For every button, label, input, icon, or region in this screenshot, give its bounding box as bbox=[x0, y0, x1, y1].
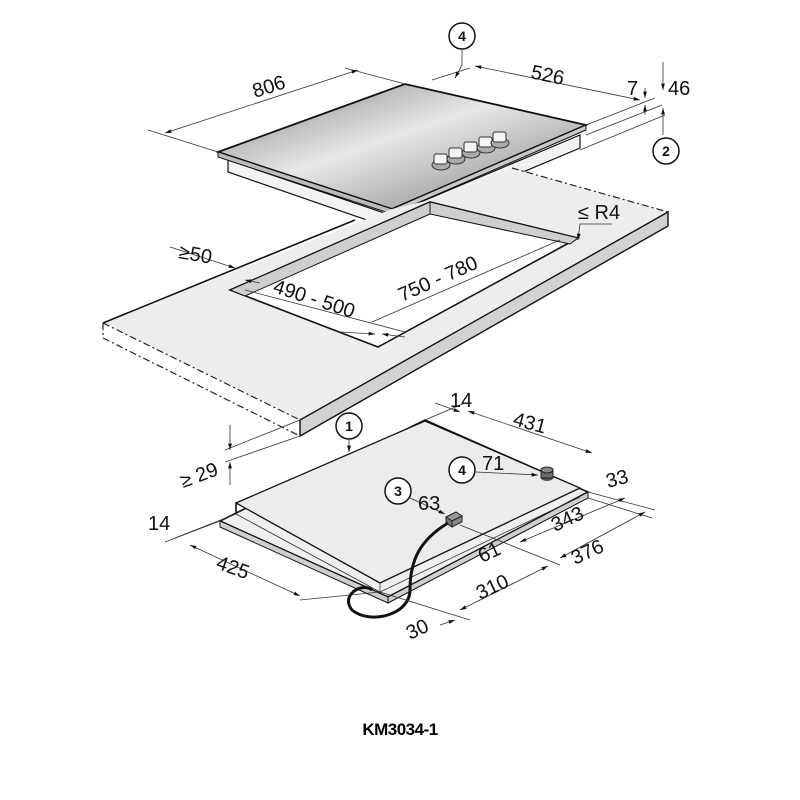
dim-63-label: 63 bbox=[418, 493, 440, 515]
dim-30-label: 30 bbox=[403, 615, 432, 644]
dim-7-label: 7 bbox=[627, 78, 638, 100]
hob-top-view: 806 526 7 46 4 2 bbox=[147, 22, 690, 229]
dim-corner-radius-label: ≤ R4 bbox=[578, 202, 620, 224]
dim-376-label: 376 bbox=[568, 535, 608, 569]
svg-text:4: 4 bbox=[458, 462, 466, 478]
knob-icon bbox=[431, 153, 451, 171]
dim-71-label: 71 bbox=[482, 453, 504, 475]
svg-text:1: 1 bbox=[345, 418, 353, 434]
dim-310-label: 310 bbox=[473, 570, 513, 604]
dimension-line-depth bbox=[474, 65, 641, 101]
worktop-front-edge bbox=[299, 210, 669, 438]
control-knobs bbox=[431, 131, 510, 171]
callout-circle-icon bbox=[652, 137, 680, 165]
dim-806-label: 806 bbox=[250, 72, 289, 103]
model-caption: KM3034-1 bbox=[362, 720, 438, 739]
svg-text:4: 4 bbox=[458, 28, 466, 44]
dim-14-top-label: 14 bbox=[450, 390, 472, 412]
dim-min-29-label: ≥ 29 bbox=[177, 459, 221, 493]
callout-2: 2 bbox=[652, 137, 680, 165]
knob-icon bbox=[446, 147, 466, 165]
callout-3: 3 bbox=[384, 477, 446, 515]
connection-box-icon bbox=[445, 511, 463, 528]
dim-526-label: 526 bbox=[529, 61, 566, 89]
dim-33-label: 33 bbox=[604, 466, 631, 493]
callout-circle-icon bbox=[448, 456, 476, 484]
dim-431-label: 431 bbox=[511, 409, 549, 439]
svg-text:2: 2 bbox=[662, 143, 670, 159]
dim-46-label: 46 bbox=[668, 78, 690, 100]
callout-4-bottom: 4 bbox=[448, 456, 539, 484]
dim-425-label: 425 bbox=[213, 552, 252, 584]
dim-min-50-label: ≥50 bbox=[177, 241, 214, 268]
dim-14-left-label: 14 bbox=[148, 513, 170, 535]
gas-inlet-icon bbox=[540, 466, 554, 481]
callout-circle-icon bbox=[384, 477, 412, 505]
dimension-line-width bbox=[164, 69, 359, 134]
power-cable bbox=[347, 521, 449, 619]
worktop-cutout-view: ≥50 490 - 500 750 - 780 ≤ R4 ≥ 29 bbox=[102, 167, 669, 493]
knob-icon bbox=[490, 131, 510, 149]
hob-body-box bbox=[234, 420, 582, 584]
hob-underside-view: 1 3 4 63 71 14 431 33 343 376 bbox=[148, 390, 656, 645]
callout-4-top: 4 bbox=[448, 22, 476, 79]
callout-1: 1 bbox=[335, 412, 363, 452]
svg-text:3: 3 bbox=[394, 483, 402, 499]
